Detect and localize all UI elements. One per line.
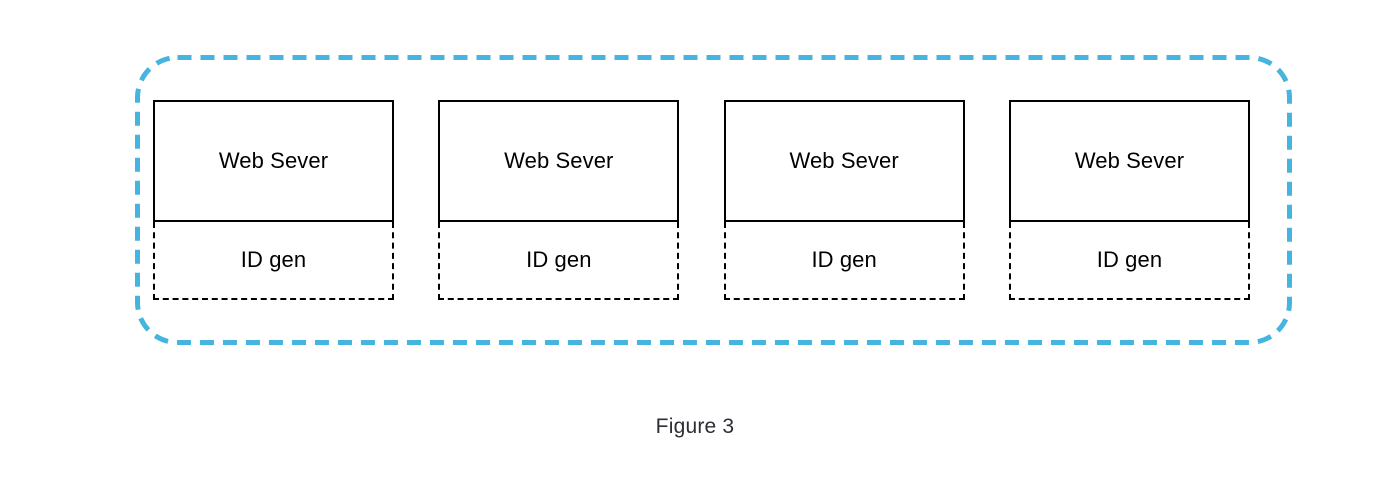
- id-gen-label: ID gen: [240, 247, 307, 272]
- server-card[interactable]: Web Sever ID gen: [1008, 100, 1250, 300]
- web-server-label: Web Sever: [1074, 148, 1185, 173]
- id-gen-label: ID gen: [811, 247, 877, 272]
- id-gen-box[interactable]: ID gen: [153, 222, 394, 300]
- id-gen-box[interactable]: ID gen: [438, 222, 680, 300]
- web-server-box[interactable]: Web Sever: [438, 100, 680, 222]
- web-server-label: Web Sever: [789, 148, 899, 173]
- server-card-row: Web Sever ID gen Web Sever ID gen Web Se…: [153, 100, 1250, 300]
- id-gen-box[interactable]: ID gen: [723, 222, 965, 300]
- web-server-label: Web Sever: [218, 148, 329, 173]
- figure-caption: Figure 3: [655, 415, 735, 438]
- server-card[interactable]: Web Sever ID gen: [153, 100, 394, 300]
- id-gen-label: ID gen: [526, 247, 592, 272]
- server-card[interactable]: Web Sever ID gen: [438, 100, 680, 300]
- id-gen-label: ID gen: [1096, 247, 1163, 272]
- web-server-box[interactable]: Web Sever: [1008, 100, 1250, 222]
- id-gen-box[interactable]: ID gen: [1008, 222, 1250, 300]
- web-server-label: Web Sever: [504, 148, 614, 173]
- web-server-box[interactable]: Web Sever: [153, 100, 394, 222]
- server-card[interactable]: Web Sever ID gen: [723, 100, 965, 300]
- web-server-box[interactable]: Web Sever: [723, 100, 965, 222]
